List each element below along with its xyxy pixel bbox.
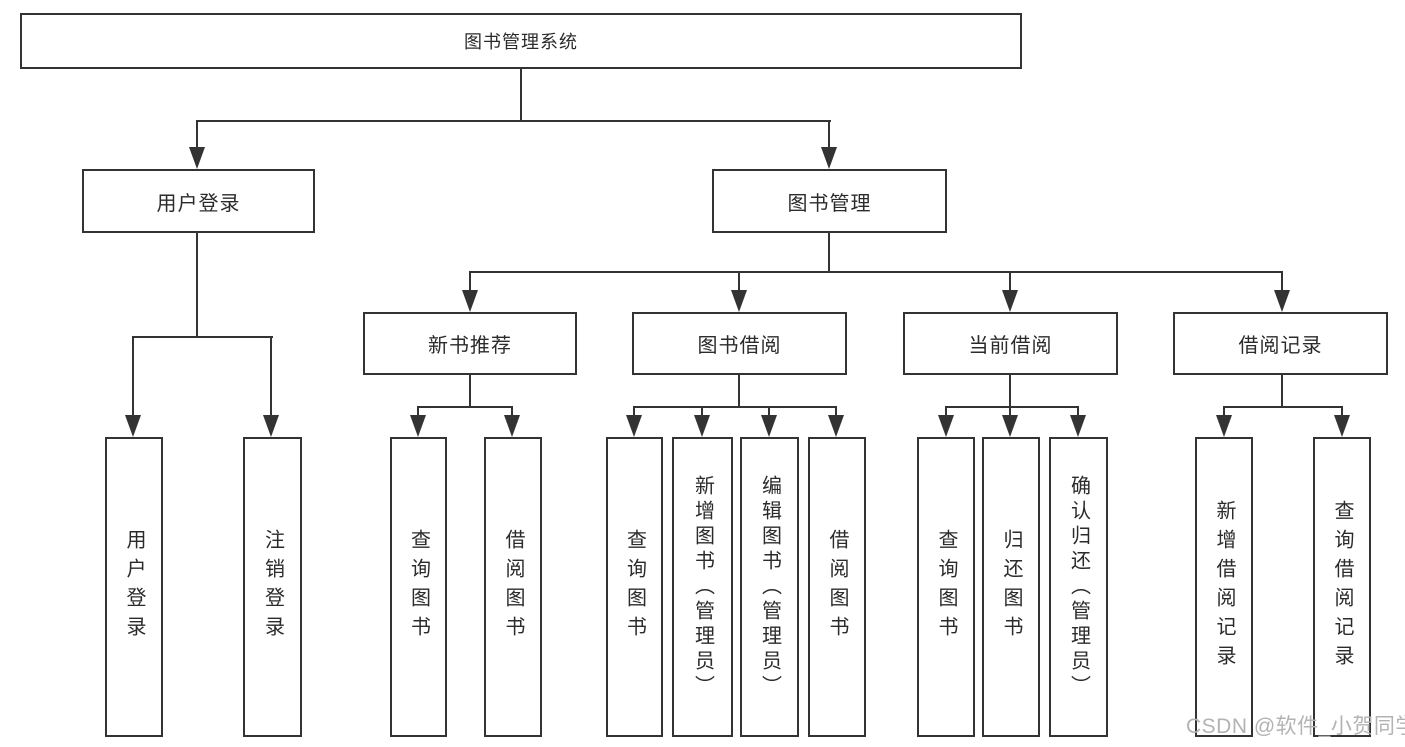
connector-line	[132, 336, 134, 418]
connector-line	[469, 271, 471, 293]
node-bb-add-book-label: 新增图书（管理员）	[691, 474, 714, 700]
node-br-query-record-label: 查询借阅记录	[1331, 500, 1353, 674]
connector-line	[132, 336, 273, 338]
node-root-label: 图书管理系统	[464, 32, 578, 52]
connector-line	[417, 406, 419, 418]
connector-line	[520, 69, 522, 122]
connector-line	[835, 406, 837, 418]
arrow-down-icon	[731, 290, 747, 312]
connector-line	[1223, 406, 1343, 408]
connector-line	[828, 233, 830, 273]
node-cb-return-book: 归还图书	[982, 437, 1040, 737]
node-bb-borrow-book: 借阅图书	[808, 437, 866, 737]
node-book-borrow-label: 图书借阅	[697, 335, 782, 357]
connector-line	[828, 120, 830, 150]
node-book-borrow: 图书借阅	[632, 312, 847, 375]
connector-line	[768, 406, 770, 418]
node-current-borrow-label: 当前借阅	[968, 335, 1053, 357]
connector-line	[270, 336, 272, 418]
node-nb-borrow-book-label: 借阅图书	[502, 529, 524, 645]
connector-line	[469, 375, 471, 408]
arrow-down-icon	[1002, 415, 1018, 437]
node-root: 图书管理系统	[20, 13, 1022, 69]
arrow-down-icon	[504, 415, 520, 437]
watermark: CSDN @软件_小贺同学	[1186, 715, 1405, 738]
node-nb-borrow-book: 借阅图书	[484, 437, 542, 737]
connector-line	[1341, 406, 1343, 418]
arrow-down-icon	[1002, 290, 1018, 312]
connector-line	[945, 406, 947, 418]
node-ul-user-login: 用户登录	[105, 437, 163, 737]
node-ul-logout-label: 注销登录	[261, 529, 284, 645]
connector-line	[511, 406, 513, 418]
arrow-down-icon	[938, 415, 954, 437]
connector-line	[1009, 406, 1011, 418]
node-bb-borrow-book-label: 借阅图书	[826, 529, 848, 645]
node-cb-confirm-return: 确认归还（管理员）	[1049, 437, 1108, 737]
connector-line	[196, 120, 831, 122]
node-bb-query-book-label: 查询图书	[623, 529, 646, 645]
arrow-down-icon	[828, 415, 844, 437]
node-bb-edit-book-label: 编辑图书（管理员）	[758, 474, 781, 700]
arrow-down-icon	[462, 290, 478, 312]
arrow-down-icon	[821, 147, 837, 169]
node-user-login: 用户登录	[82, 169, 315, 233]
connector-line	[738, 271, 740, 293]
connector-line	[1223, 406, 1225, 418]
node-current-borrow: 当前借阅	[903, 312, 1118, 375]
node-br-query-record: 查询借阅记录	[1313, 437, 1371, 737]
connector-line	[1077, 406, 1079, 418]
node-nb-query-book-label: 查询图书	[407, 529, 430, 645]
node-book-mgmt: 图书管理	[712, 169, 947, 233]
node-cb-return-book-label: 归还图书	[1000, 529, 1022, 645]
arrow-down-icon	[189, 147, 205, 169]
connector-line	[417, 406, 513, 408]
node-cb-confirm-return-label: 确认归还（管理员）	[1067, 474, 1090, 700]
arrow-down-icon	[1274, 290, 1290, 312]
connector-line	[1281, 375, 1283, 408]
node-borrow-record-label: 借阅记录	[1238, 335, 1323, 357]
node-bb-query-book: 查询图书	[606, 437, 663, 737]
arrow-down-icon	[263, 415, 279, 437]
node-bb-add-book: 新增图书（管理员）	[672, 437, 733, 737]
connector-line	[633, 406, 635, 418]
connector-line	[945, 406, 1079, 408]
arrow-down-icon	[1216, 415, 1232, 437]
connector-line	[1281, 271, 1283, 293]
arrow-down-icon	[125, 415, 141, 437]
arrow-down-icon	[410, 415, 426, 437]
arrow-down-icon	[626, 415, 642, 437]
node-book-mgmt-label: 图书管理	[787, 192, 872, 215]
node-cb-query-book: 查询图书	[917, 437, 975, 737]
node-br-add-record-label: 新增借阅记录	[1213, 500, 1235, 674]
connector-line	[196, 120, 198, 150]
connector-line	[633, 406, 837, 408]
arrow-down-icon	[761, 415, 777, 437]
connector-line	[701, 406, 703, 418]
arrow-down-icon	[1334, 415, 1350, 437]
node-cb-query-book-label: 查询图书	[935, 529, 957, 645]
node-ul-user-login-label: 用户登录	[123, 529, 145, 645]
node-bb-edit-book: 编辑图书（管理员）	[740, 437, 799, 737]
node-nb-query-book: 查询图书	[390, 437, 447, 737]
node-new-book-rec-label: 新书推荐	[428, 335, 512, 357]
connector-line	[1009, 271, 1011, 293]
node-user-login-label: 用户登录	[156, 192, 241, 215]
arrow-down-icon	[1070, 415, 1086, 437]
connector-line	[738, 375, 740, 408]
node-new-book-rec: 新书推荐	[363, 312, 577, 375]
node-ul-logout: 注销登录	[243, 437, 302, 737]
connector-line	[196, 233, 198, 338]
node-br-add-record: 新增借阅记录	[1195, 437, 1253, 737]
connector-line	[1009, 375, 1011, 408]
connector-line	[469, 271, 1283, 273]
arrow-down-icon	[694, 415, 710, 437]
node-borrow-record: 借阅记录	[1173, 312, 1388, 375]
